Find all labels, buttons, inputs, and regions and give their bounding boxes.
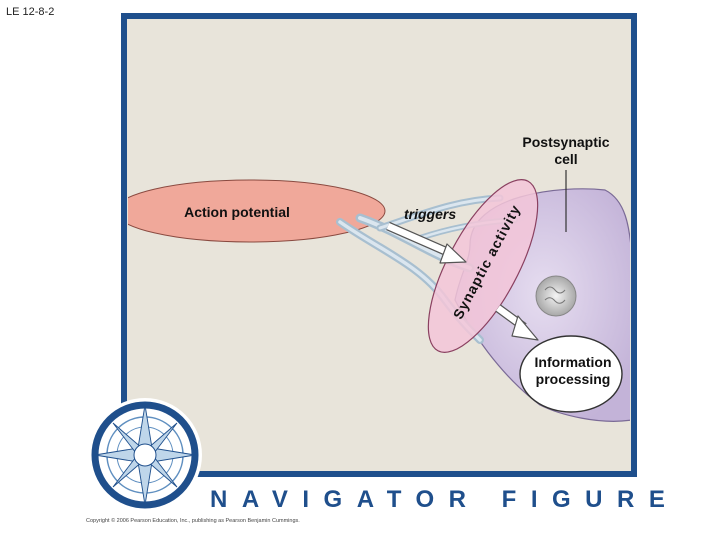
postsynaptic-label-line2: cell (554, 151, 577, 167)
information-label-line1: Information (535, 354, 612, 370)
compass-rose-icon (88, 398, 202, 512)
slide-label: LE 12-8-2 (6, 6, 55, 18)
triggers-label: triggers (404, 206, 456, 222)
cell-nucleus (535, 275, 577, 317)
action-potential-ellipse (128, 179, 386, 243)
information-processing-circle (519, 335, 623, 413)
navigator-figure-title: NAVIGATOR FIGURE (210, 486, 680, 513)
information-label-line2: processing (536, 371, 611, 387)
copyright-text: Copyright © 2006 Pearson Education, Inc.… (86, 518, 300, 524)
action-potential-label: Action potential (184, 204, 290, 220)
postsynaptic-label-line1: Postsynaptic (522, 134, 609, 150)
triggers-arrow (386, 221, 467, 264)
processing-arrow (495, 304, 539, 341)
nucleus-chromatin (544, 286, 566, 304)
